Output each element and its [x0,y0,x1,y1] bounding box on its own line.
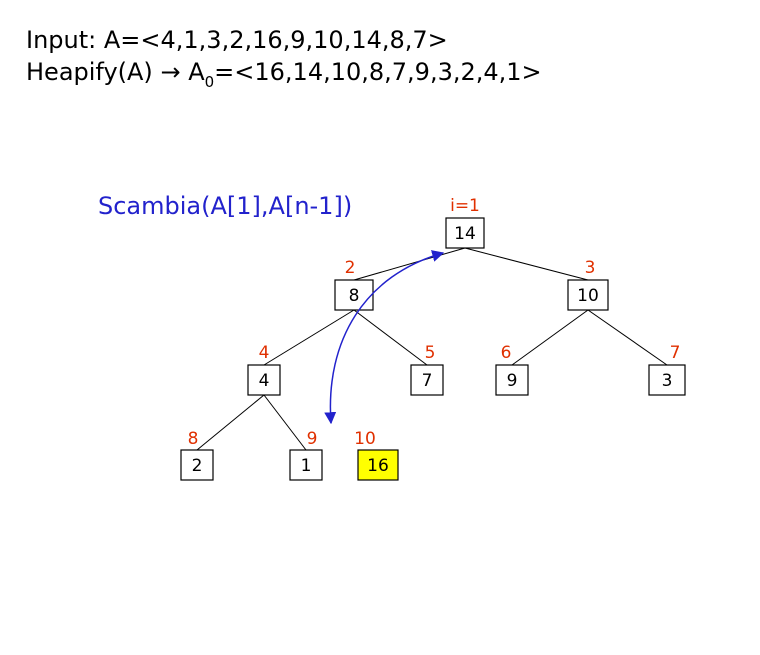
heap-node-index: 9 [307,429,318,449]
heap-node-5: 75 [410,343,444,396]
heap-node-box [357,449,399,481]
input-array: A=<4,1,3,2,16,9,10,14,8,7> [103,26,448,54]
heap-node-index: 5 [425,343,436,363]
heap-node-index: 8 [188,429,199,449]
heap-node-value: 3 [662,371,673,391]
swap-label: Scambia(A[1],A[n-1]) [98,192,353,220]
tree-edge-3-7 [587,309,668,366]
tree-edge-4-9 [263,394,307,451]
tree-edge-3-6 [511,309,589,366]
result-array: =<16,14,10,8,7,9,3,2,4,1> [214,58,542,86]
heap-node-8: 28 [180,429,214,481]
heap-node-index: 6 [501,343,512,363]
heap-node-6: 96 [495,343,529,396]
heap-node-index: 3 [585,258,596,278]
heap-node-value: 8 [349,286,360,306]
heap-node-value: 1 [301,456,312,476]
heap-node-box [247,364,281,396]
tree-edge-4-8 [196,394,265,451]
heap-node-value: 7 [422,371,433,391]
heap-node-7: 37 [648,343,686,396]
heap-node-9: 19 [289,429,323,481]
heap-node-index: i=1 [450,196,480,216]
tree-edge-2-5 [353,309,428,366]
result-subscript: 0 [204,73,215,91]
heap-node-index: 2 [345,258,356,278]
implies-arrow-icon: → [160,58,181,86]
result-var: A [188,58,205,86]
heap-node-value: 2 [192,456,203,476]
heap-node-3: 103 [567,258,609,311]
heap-node-box [445,217,485,249]
heap-node-value: 16 [367,456,389,476]
input-label: Input: [26,26,104,54]
heap-node-value: 10 [577,286,599,306]
heap-node-2: 82 [334,258,374,311]
heap-node-value: 9 [507,371,518,391]
heap-node-box [567,279,609,311]
heap-node-index: 10 [354,429,376,449]
heap-node-box [648,364,686,396]
swap-arrow [324,250,445,425]
tree-edge-1-3 [464,247,589,281]
heap-node-value: 4 [259,371,270,391]
heap-node-1: 14i=1 [445,196,485,249]
heapify-call: Heapify(A) [26,58,153,86]
heap-node-box [495,364,529,396]
heapify-line: Heapify(A) → A0=<16,14,10,8,7,9,3,2,4,1> [26,58,542,91]
tree-edge-1-2 [353,247,466,281]
heap-node-box [180,449,214,481]
tree-edge-2-4 [263,309,355,366]
input-line: Input: A=<4,1,3,2,16,9,10,14,8,7> [26,26,448,54]
heap-node-4: 44 [247,343,281,396]
heap-node-value: 14 [454,224,476,244]
heap-node-index: 7 [670,343,681,363]
heap-node-box [289,449,323,481]
heap-node-index: 4 [259,343,270,363]
